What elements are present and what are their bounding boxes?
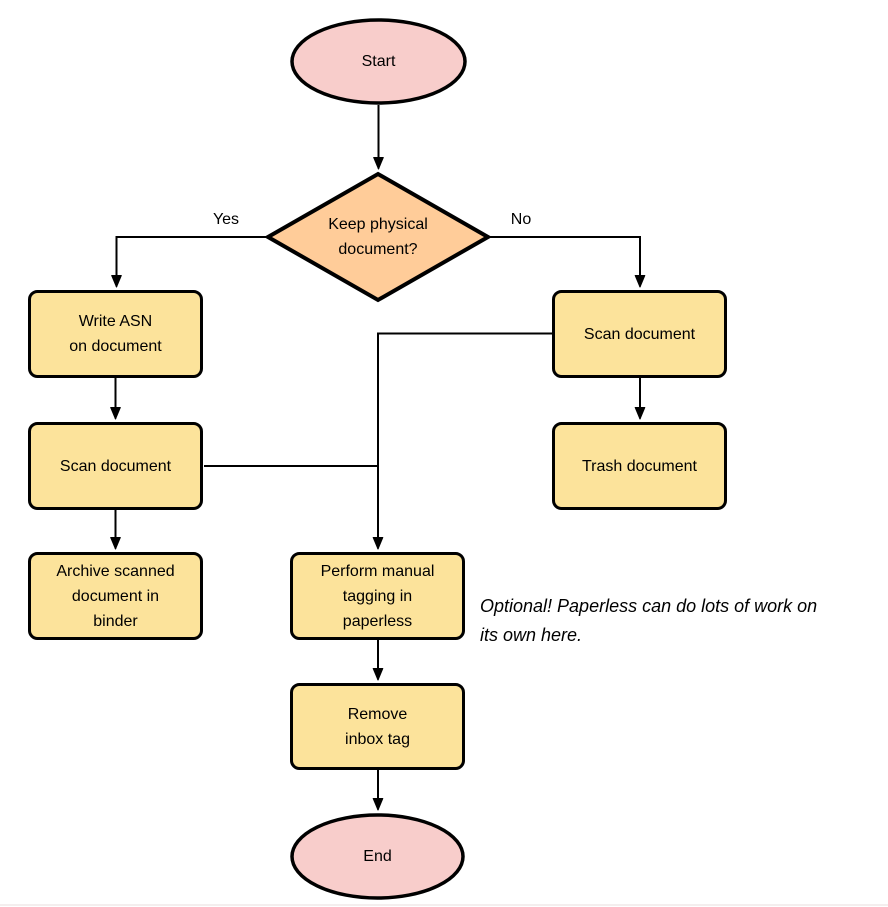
edge-label-yes: Yes xyxy=(200,209,252,231)
bottom-divider xyxy=(0,904,888,906)
optional-annotation: Optional! Paperless can do lots of work … xyxy=(480,596,818,645)
node-label-trash: Trash document xyxy=(581,457,697,475)
process-box-perform-tagging xyxy=(290,552,465,640)
edge-decision-yes-to-write-asn xyxy=(111,236,266,288)
process-box-archive xyxy=(28,552,203,640)
edge-decision-no-to-scan-right xyxy=(489,236,646,288)
start-ellipse-shape xyxy=(290,18,467,105)
node-label-end: End xyxy=(363,848,392,865)
node-label-scan-right: Scan document xyxy=(583,325,696,343)
edge-scan-right-to-perform-tagging xyxy=(372,332,552,550)
process-box-scan-right xyxy=(552,290,727,378)
end-ellipse-shape xyxy=(290,813,465,900)
process-box-trash xyxy=(552,422,727,510)
decision-diamond-shape xyxy=(263,171,493,303)
node-label-scan-left: Scan document xyxy=(59,457,172,475)
node-label-start: Start xyxy=(361,53,396,70)
process-box-remove-inbox xyxy=(290,683,465,770)
edge-label-no: No xyxy=(495,209,547,231)
process-box-scan-left xyxy=(28,422,203,510)
process-box-write-asn xyxy=(28,290,203,378)
